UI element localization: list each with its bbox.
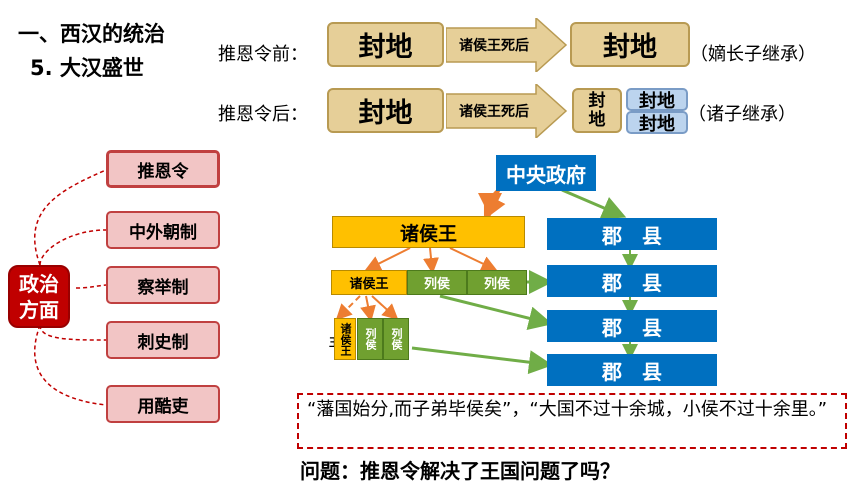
after-inherit-note: （诸子继承） [688, 104, 796, 125]
fief-after-blue-top: 封地 [626, 88, 688, 112]
commandery-1: 郡 县 [547, 218, 717, 250]
level2-king: 诸侯王 [331, 270, 407, 295]
policy-zhongwaichao: 中外朝制 [106, 211, 220, 249]
section-title: 一、西汉的统治 [18, 22, 165, 46]
inherit-arrow-after [446, 84, 568, 138]
level3-marquis-1: 列侯 [357, 318, 383, 360]
policy-cishi: 刺史制 [106, 321, 220, 359]
structure-arrows [335, 186, 638, 375]
king-box: 诸侯王 [332, 216, 525, 248]
commandery-2: 郡 县 [547, 265, 717, 297]
inherit-arrow-before [446, 18, 568, 72]
central-government: 中央政府 [496, 155, 596, 191]
fief-before-right: 封地 [570, 22, 690, 67]
fief-after-blue-bottom: 封地 [626, 111, 688, 135]
policy-chaju: 察举制 [106, 266, 220, 304]
historical-quote: “藩国始分,而子弟毕侯矣”，“大国不过十余城，小侯不过十余里。” [297, 393, 847, 449]
policy-tuienling: 推恩令 [106, 150, 220, 188]
commandery-4: 郡 县 [547, 354, 717, 386]
commandery-3: 郡 县 [547, 310, 717, 342]
level2-marquis-1: 列侯 [407, 270, 467, 295]
politics-center: 政治方面 [8, 265, 70, 328]
inherit-arrow-before-label: 诸侯王死后 [459, 38, 529, 54]
before-label: 推恩令前： [218, 44, 308, 65]
level2-marquis-2: 列侯 [467, 270, 527, 295]
level3-marquis-2: 列侯 [383, 318, 409, 360]
fief-after-left: 封地 [327, 88, 444, 133]
fief-small-top: 封 [588, 90, 606, 111]
fief-small-bottom: 地 [588, 109, 606, 130]
level3-king: 诸侯王 [334, 318, 356, 360]
policy-kuli: 用酷吏 [106, 385, 220, 423]
fief-after-small: 封 地 [572, 88, 622, 133]
before-inherit-note: （嫡长子继承） [690, 44, 816, 65]
section-subtitle: 5. 大汉盛世 [30, 56, 144, 80]
discussion-question: 问题：推恩令解决了王国问题了吗？ [300, 459, 620, 483]
fief-before-left: 封地 [327, 22, 444, 67]
politics-connectors [34, 169, 107, 406]
inherit-arrow-after-label: 诸侯王死后 [459, 104, 529, 120]
after-label: 推恩令后： [218, 104, 308, 125]
